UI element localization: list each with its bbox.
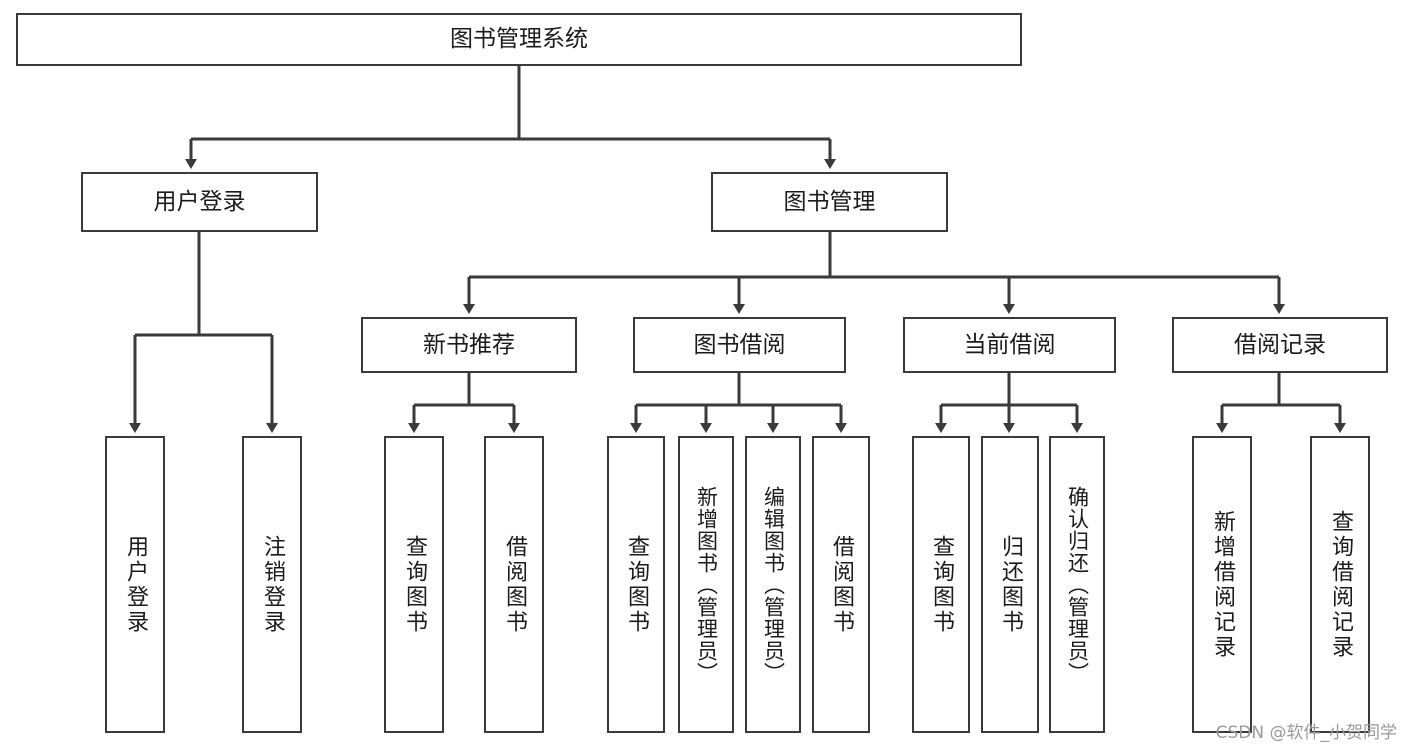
node-label: 注销登录	[260, 534, 285, 635]
node-label: 新增图书（管理员）	[694, 485, 719, 684]
node-label: 借阅图书	[829, 534, 854, 635]
node-label: 当前借阅	[963, 331, 1056, 358]
node-label: 查询图书	[402, 534, 427, 635]
node-label: 新增借阅记录	[1210, 509, 1235, 660]
node-label: 图书借阅	[693, 331, 786, 358]
node-label: 归还图书	[998, 534, 1023, 635]
leaf-query-borrow-record[interactable]: 查询借阅记录	[1310, 436, 1370, 733]
node-new-book-recommend[interactable]: 新书推荐	[361, 317, 577, 373]
node-label: 图书管理	[783, 188, 876, 215]
node-borrow-records[interactable]: 借阅记录	[1172, 317, 1388, 373]
node-label: 确认归还（管理员）	[1065, 485, 1090, 684]
leaf-confirm-return-admin[interactable]: 确认归还（管理员）	[1049, 436, 1105, 733]
node-label: 新书推荐	[423, 331, 515, 358]
leaf-borrow-book-recommend[interactable]: 借阅图书	[484, 436, 544, 733]
node-book-management[interactable]: 图书管理	[711, 172, 948, 232]
node-current-borrow[interactable]: 当前借阅	[903, 317, 1116, 373]
node-book-borrow[interactable]: 图书借阅	[633, 317, 846, 373]
leaf-return-book[interactable]: 归还图书	[981, 436, 1039, 733]
leaf-add-book-admin[interactable]: 新增图书（管理员）	[678, 436, 734, 733]
leaf-query-book-current[interactable]: 查询图书	[912, 436, 970, 733]
leaf-user-login[interactable]: 用户登录	[105, 436, 165, 733]
leaf-logout[interactable]: 注销登录	[242, 436, 302, 733]
node-label: 查询借阅记录	[1328, 509, 1353, 660]
node-label: 借阅图书	[502, 534, 527, 635]
node-user-login[interactable]: 用户登录	[81, 172, 318, 232]
leaf-add-borrow-record[interactable]: 新增借阅记录	[1192, 436, 1252, 733]
node-label: 借阅记录	[1234, 331, 1326, 358]
node-label: 图书管理系统	[450, 26, 588, 53]
leaf-query-book-borrow[interactable]: 查询图书	[607, 436, 665, 733]
node-label: 编辑图书（管理员）	[761, 485, 786, 684]
node-label: 用户登录	[153, 188, 246, 215]
leaf-borrow-book[interactable]: 借阅图书	[812, 436, 870, 733]
node-label: 查询图书	[624, 534, 649, 635]
node-label: 用户登录	[123, 534, 148, 635]
leaf-query-book-recommend[interactable]: 查询图书	[384, 436, 444, 733]
node-root-system[interactable]: 图书管理系统	[16, 13, 1022, 66]
leaf-edit-book-admin[interactable]: 编辑图书（管理员）	[745, 436, 801, 733]
node-label: 查询图书	[929, 534, 954, 635]
watermark-text: CSDN @软件_小贺同学	[1215, 723, 1397, 743]
